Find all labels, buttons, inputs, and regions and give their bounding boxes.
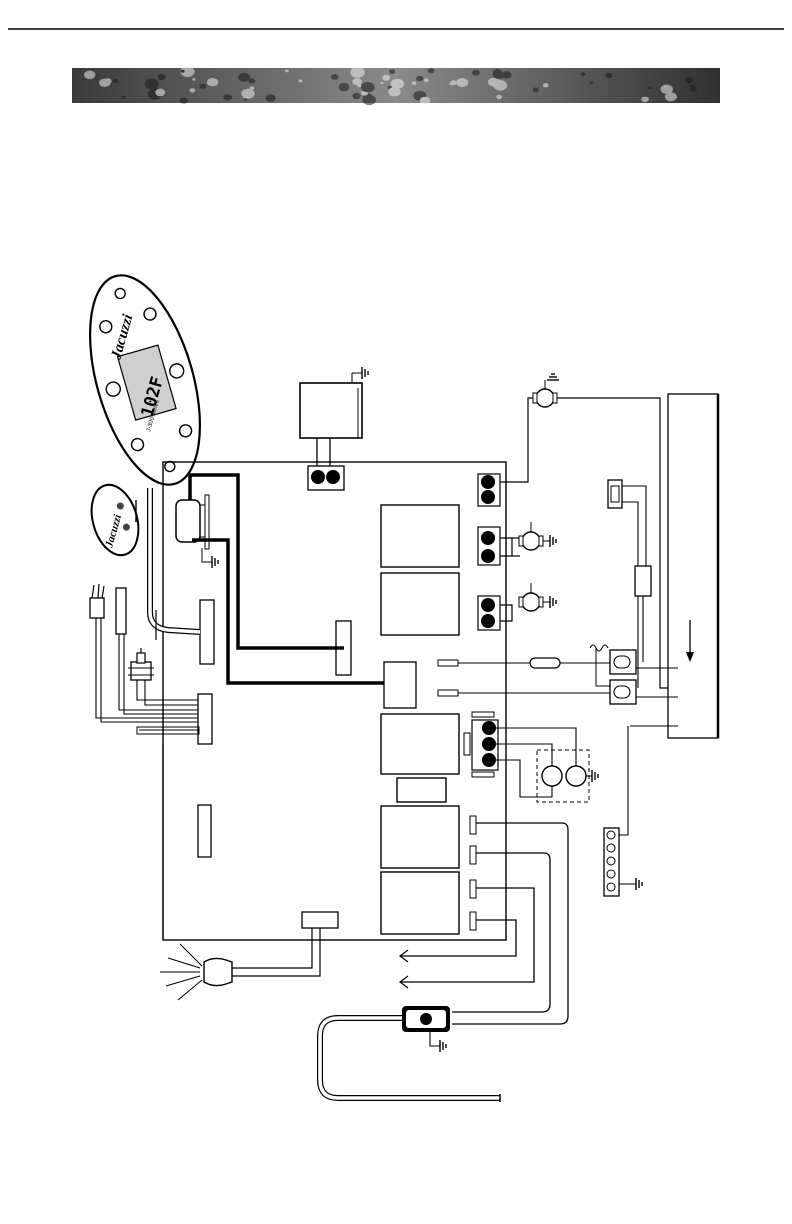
banner-bubble (412, 81, 416, 84)
main-harness-2 (192, 540, 384, 683)
ground-symbol-icon (362, 367, 368, 379)
banner-bubble (685, 77, 693, 83)
banner-bubble (145, 78, 159, 89)
temperature-sensor (116, 588, 126, 634)
banner-bubble (581, 72, 586, 76)
banner-bubble (339, 83, 350, 91)
banner-bubble (352, 78, 361, 85)
relay-4 (381, 806, 459, 868)
board-connector-6 (302, 912, 338, 928)
header-banner (72, 66, 720, 105)
banner-bubble (155, 89, 165, 97)
banner-bubble (648, 86, 652, 89)
banner-bubble (244, 98, 247, 100)
banner-bubble (543, 83, 549, 87)
ground-symbol-icon (440, 1040, 446, 1052)
ground-symbol-icon (550, 535, 556, 547)
output-wire-2 (452, 853, 550, 1012)
relay-2 (381, 573, 459, 635)
banner-bubble (493, 71, 504, 79)
inline-fuse (530, 658, 560, 668)
board-connector-2 (198, 694, 212, 744)
banner-bubble (420, 97, 431, 105)
banner-bubble (200, 84, 207, 89)
pump-motor-icon (522, 593, 540, 611)
ground-symbol-icon (592, 770, 598, 782)
transformer (300, 383, 362, 438)
pump-motor-icon (542, 766, 562, 786)
banner-bubble (496, 95, 502, 99)
jet-pump-1 (500, 522, 556, 556)
banner-bubble (192, 78, 195, 81)
banner-bubble (605, 73, 612, 78)
board-lead-2 (438, 690, 458, 696)
relay-5 (381, 872, 459, 934)
banner-bubble (223, 94, 232, 100)
board-connector-3 (198, 805, 211, 857)
hi-limit-sensor (90, 598, 104, 618)
relay-small (397, 778, 446, 802)
banner-bubble (472, 70, 480, 76)
pump-motor-icon (536, 389, 554, 407)
banner-bubble (180, 98, 188, 104)
ground-symbol-icon (212, 556, 218, 568)
heater-fuse (635, 566, 651, 596)
ground-symbol-icon (550, 596, 556, 608)
banner-bubble (424, 78, 429, 82)
banner-bubble (331, 74, 339, 80)
banner-bubble (352, 93, 360, 99)
banner-bubble (112, 79, 118, 83)
small-transformer (176, 500, 200, 542)
circulation-pump (500, 374, 678, 688)
pressure-switch (131, 662, 151, 680)
banner-bubble (241, 89, 254, 99)
banner-bubble (157, 74, 165, 80)
banner-bubble (190, 88, 196, 92)
banner-bubble (266, 94, 276, 102)
ground-symbol-icon (636, 878, 642, 890)
pump-motor-icon (522, 532, 540, 550)
ground-symbol-icon (547, 374, 559, 380)
board-connector-5 (384, 662, 416, 708)
banner-bubble (389, 69, 395, 74)
banner-bubble (382, 75, 390, 81)
banner-bubble (380, 82, 383, 84)
banner-bubble (285, 70, 289, 73)
relay-3 (381, 714, 459, 774)
banner-bubble (299, 79, 303, 82)
banner-bubble (456, 78, 468, 87)
heater-housing (668, 394, 718, 738)
banner-bubble (361, 82, 375, 92)
banner-bubble (362, 95, 376, 105)
board-lead-1 (438, 660, 458, 666)
banner-bubble (103, 78, 112, 84)
banner-bubble (84, 71, 95, 80)
banner-bubble (250, 86, 255, 89)
banner-bubble (350, 67, 365, 78)
banner-bubble (238, 73, 250, 82)
banner-bubble (248, 78, 255, 83)
banner-bubble (416, 76, 423, 81)
banner-bubble (533, 88, 539, 93)
banner-bubble (641, 97, 649, 103)
banner-bubble (449, 82, 453, 85)
banner-bubble (181, 70, 185, 73)
banner-bubble (207, 78, 218, 86)
relay-1 (381, 505, 459, 567)
banner-bubble (391, 79, 405, 89)
banner-bubble (589, 81, 593, 84)
spa-light-icon (160, 944, 232, 1000)
board-connector-1 (200, 600, 214, 664)
jet-pump-2 (500, 583, 556, 621)
banner-bubble (122, 96, 126, 99)
banner-bubble (690, 86, 697, 91)
banner-bubble (428, 68, 435, 73)
banner-bubble (661, 85, 673, 94)
pump-motor-icon (566, 766, 586, 786)
